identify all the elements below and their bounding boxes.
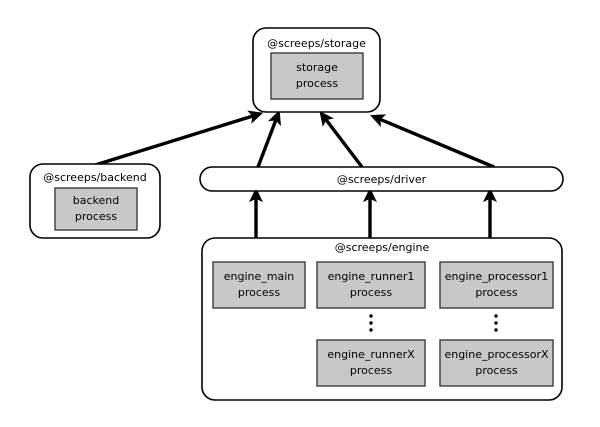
runner-vertical-ellipsis-icon	[369, 314, 373, 332]
engine-processorx-process-label-line1: engine_processorX	[444, 348, 549, 361]
connections-layer	[91, 110, 497, 238]
backend-package-label: @screeps/backend	[43, 171, 147, 184]
engine-processor1-process-box[interactable]	[439, 261, 554, 309]
engine-processor1-process-label-line1: engine_processor1	[445, 270, 549, 283]
engine-runner1-process-label-line1: engine_runner1	[328, 270, 415, 283]
driver-package-label: @screeps/driver	[337, 173, 427, 186]
backend-process-box[interactable]	[54, 187, 138, 231]
arrow-driver-to-storage-left	[256, 110, 281, 168]
engine-processor1-process-label-line2: process	[475, 286, 518, 299]
package-engine[interactable]: @screeps/engine engine_main process engi…	[201, 237, 563, 401]
storage-package-label: @screeps/storage	[267, 37, 366, 50]
backend-process-label-line1: backend	[73, 194, 119, 207]
engine-runner1-process-label-line2: process	[350, 286, 393, 299]
engine-main-process-label-line1: engine_main	[224, 270, 295, 283]
arrow-backend-to-storage	[91, 110, 264, 168]
engine-runnerx-process-label-line1: engine_runnerX	[327, 348, 415, 361]
engine-main-process-label-line2: process	[238, 286, 281, 299]
engine-main-process-box[interactable]	[212, 261, 306, 309]
storage-process-box[interactable]	[270, 52, 364, 100]
package-storage[interactable]: @screeps/storage storage process	[252, 27, 381, 113]
engine-processorx-process-label-line2: process	[475, 364, 518, 377]
arrow-driver-to-storage-right	[370, 114, 495, 169]
package-driver[interactable]: @screeps/driver	[199, 166, 564, 192]
package-backend[interactable]: @screeps/backend backend process	[29, 163, 161, 239]
engine-processorx-process-box[interactable]	[439, 339, 554, 387]
arrow-driver-to-storage-center	[319, 111, 364, 169]
engine-runnerx-process-label-line2: process	[350, 364, 393, 377]
driver-package-box	[199, 166, 564, 192]
storage-process-label-line2: process	[296, 77, 339, 90]
engine-runnerx-process-box[interactable]	[316, 339, 426, 387]
storage-process-label-line1: storage	[296, 61, 338, 74]
backend-process-label-line2: process	[75, 210, 118, 223]
processor-vertical-ellipsis-icon	[494, 314, 498, 332]
engine-package-label: @screeps/engine	[335, 241, 430, 254]
engine-runner1-process-box[interactable]	[316, 261, 426, 309]
